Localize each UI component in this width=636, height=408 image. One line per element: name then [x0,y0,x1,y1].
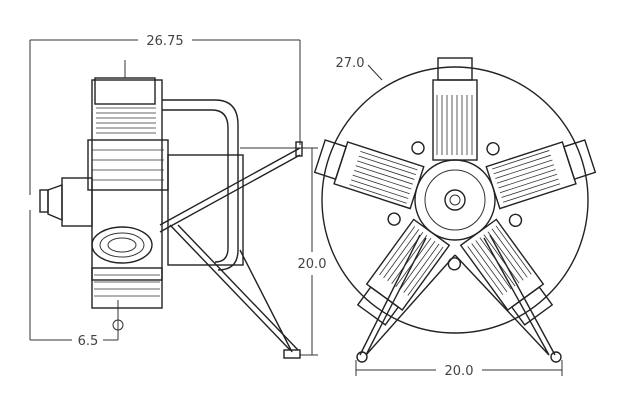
prop-offset-label: 6.5 [78,334,99,349]
prop-offset-dimension: 6.5 [29,210,124,349]
height-label: 20.0 [298,257,327,272]
mount-width-label: 20.0 [445,364,474,379]
reference-balloon [112,319,124,331]
overall-length-dimension: 26.75 [29,34,301,195]
height-dimension: 20.0 [240,147,327,356]
engine-side-view [39,60,303,359]
mount-width-dimension: 20.0 [355,360,563,379]
engine-front-view [305,57,598,363]
diameter-dimension: 27.0 [336,56,383,81]
diameter-label: 27.0 [336,56,365,71]
overall-length-label: 26.75 [146,34,183,49]
